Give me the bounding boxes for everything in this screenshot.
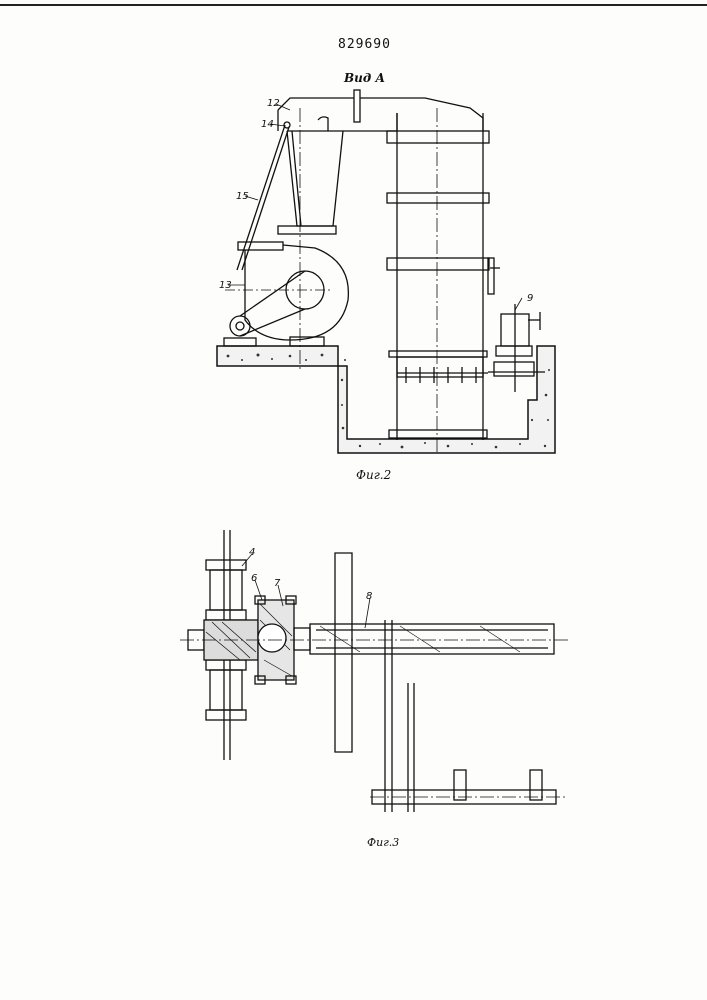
- foundation-hatch: [227, 354, 550, 449]
- gearbox-9: [488, 258, 545, 392]
- figure-2: [217, 90, 555, 455]
- figure-3: [180, 530, 568, 812]
- cyclone-cone: [278, 108, 343, 370]
- figure-2-leaders: [228, 104, 522, 310]
- wheel-assembly: [188, 530, 258, 760]
- tower-column: [387, 108, 489, 455]
- wall-plate: [335, 553, 352, 752]
- lower-linkage: [370, 620, 568, 812]
- top-duct: [278, 90, 483, 131]
- lever-rod: [237, 122, 290, 270]
